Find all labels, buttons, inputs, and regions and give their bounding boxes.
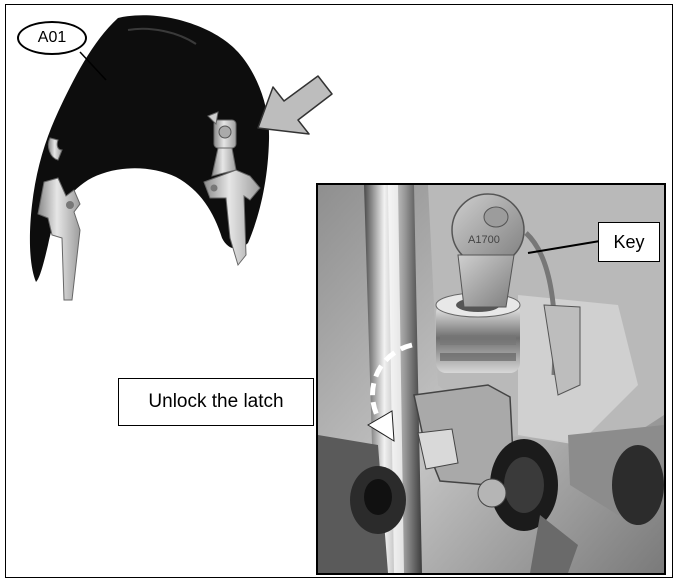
part-callout-a01: A01 (17, 21, 87, 55)
key-leader-line (527, 240, 601, 254)
gray-block-arrow-icon (257, 75, 333, 135)
callout-leader-line (79, 51, 107, 81)
dashed-curved-arrow-icon (367, 342, 413, 442)
key-object: A1700 (451, 193, 581, 396)
key-label: Key (598, 222, 660, 262)
left-mount-bracket (37, 137, 81, 301)
key-stamp: A1700 (468, 234, 500, 246)
unlock-latch-label: Unlock the latch (118, 378, 314, 426)
right-mount-bracket (203, 111, 261, 267)
windshield-shield (29, 15, 270, 283)
